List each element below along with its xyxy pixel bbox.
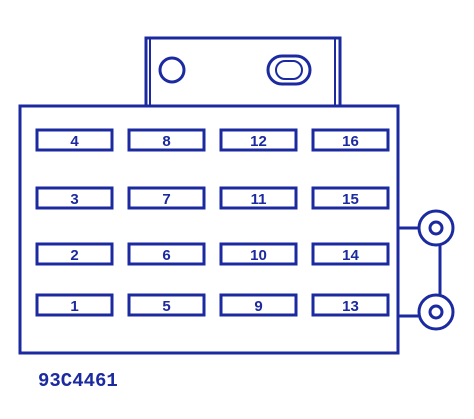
fuse-slot[interactable]: 11 [219, 186, 298, 210]
fuse-number: 16 [342, 133, 359, 150]
fuse-slot[interactable]: 13 [311, 293, 390, 317]
upper-lug-ring-icon [417, 209, 455, 247]
fuse-number: 4 [70, 133, 79, 150]
lower-lug-hole-icon [428, 304, 444, 320]
fuse-slot[interactable]: 1 [35, 293, 114, 317]
fuse-slot[interactable]: 5 [127, 293, 206, 317]
fuse-number: 15 [342, 191, 359, 208]
fuse-grid: 4 8 12 16 3 7 11 15 [35, 128, 390, 317]
fuse-number: 7 [162, 191, 170, 208]
fuse-slot[interactable]: 10 [219, 242, 298, 266]
fuse-slot[interactable]: 15 [311, 186, 390, 210]
fuse-slot[interactable]: 12 [219, 128, 298, 152]
fuse-number: 5 [162, 298, 170, 315]
fuse-slot[interactable]: 16 [311, 128, 390, 152]
fuse-number: 13 [342, 298, 359, 315]
upper-lug-hole-icon [428, 220, 444, 236]
fuse-slot[interactable]: 2 [35, 242, 114, 266]
diagram-code: 93C4461 [38, 370, 118, 392]
fuse-number: 11 [251, 191, 267, 208]
bracket-slot-hole-icon [266, 54, 312, 86]
fuse-slot[interactable]: 6 [127, 242, 206, 266]
fuse-number: 2 [70, 247, 78, 264]
fuse-slot[interactable]: 4 [35, 128, 114, 152]
fuse-number: 6 [162, 247, 170, 264]
fuse-number: 12 [250, 133, 267, 150]
fuse-slot[interactable]: 8 [127, 128, 206, 152]
fuse-slot[interactable]: 9 [219, 293, 298, 317]
fuse-number: 9 [254, 298, 262, 315]
bracket-round-hole-icon [158, 56, 186, 84]
mounting-bracket [144, 36, 342, 108]
fuse-slot[interactable]: 3 [35, 186, 114, 210]
lower-lug-ring-icon [417, 293, 455, 331]
fuse-number: 3 [70, 191, 78, 208]
fuse-slot[interactable]: 7 [127, 186, 206, 210]
fuse-number: 14 [342, 247, 359, 264]
fuse-number: 10 [250, 247, 267, 264]
fuse-number: 8 [162, 133, 170, 150]
side-mounting-lugs [398, 209, 455, 331]
fuse-number: 1 [70, 298, 78, 315]
fuse-slot[interactable]: 14 [311, 242, 390, 266]
